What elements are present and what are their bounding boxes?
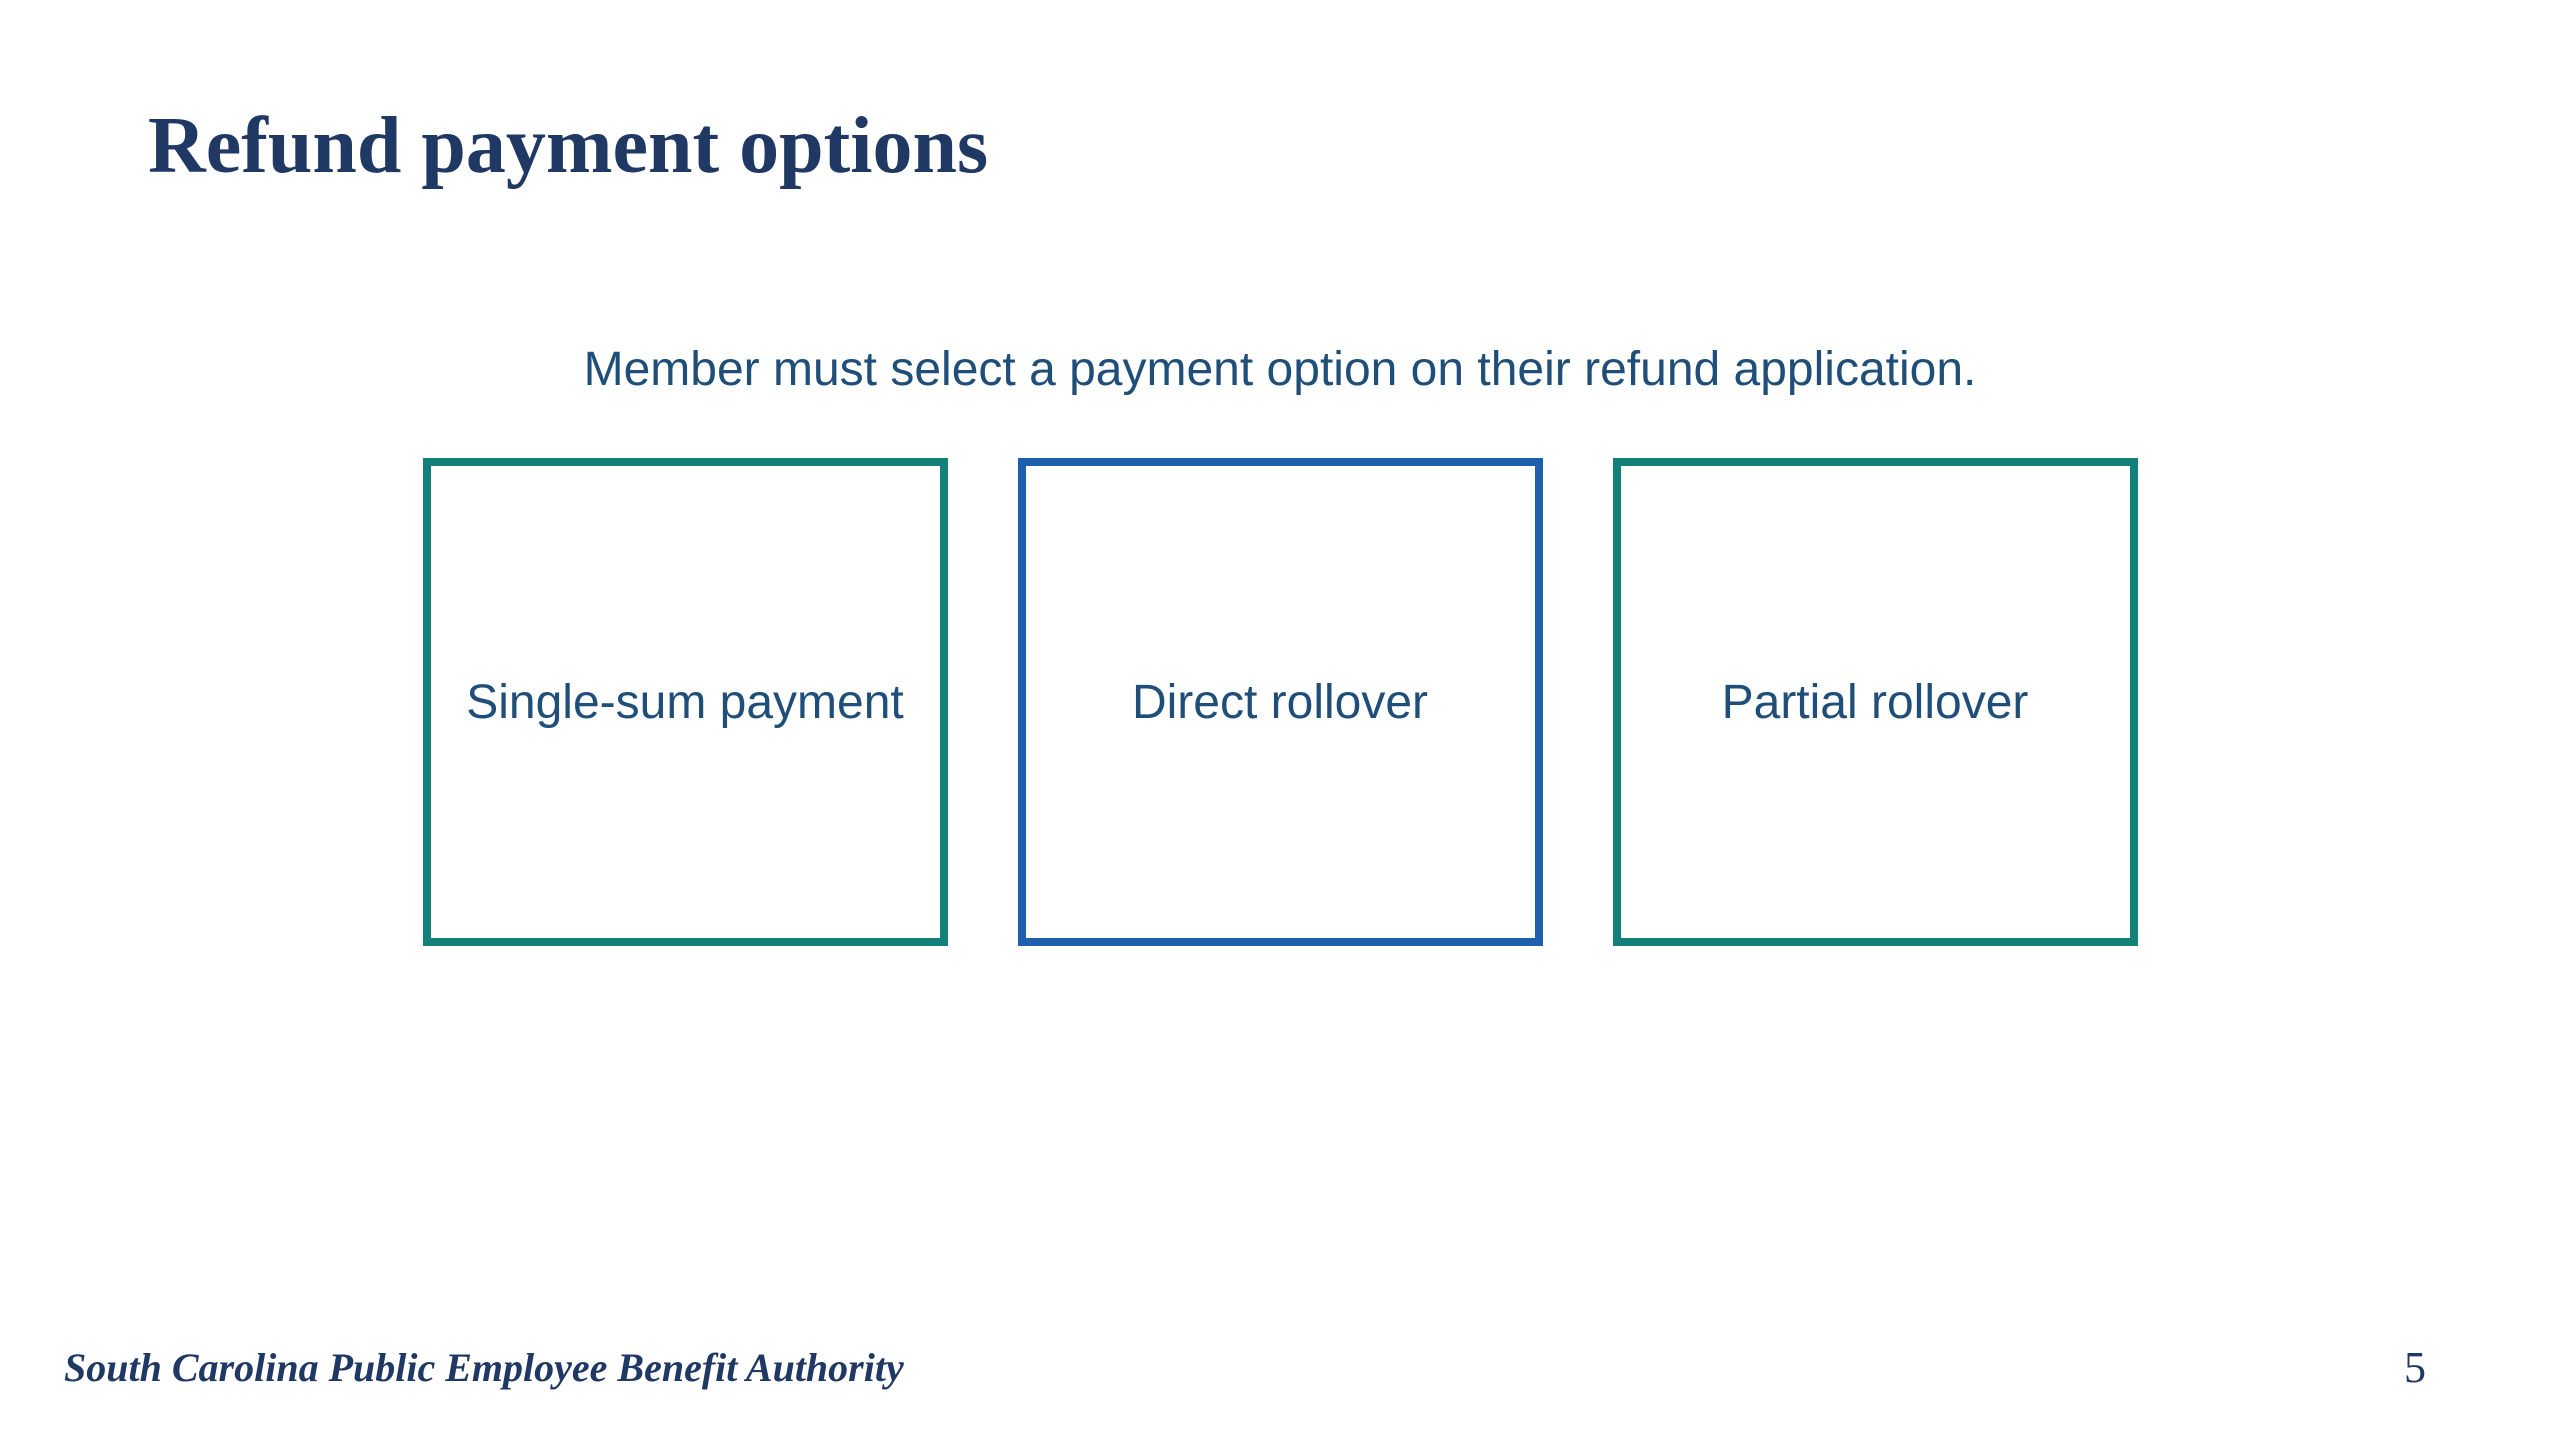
page-title: Refund payment options (148, 102, 989, 190)
option-label-direct-rollover: Direct rollover (1131, 675, 1429, 729)
option-box-single-sum-payment: Single-sum payment (422, 458, 948, 946)
option-box-direct-rollover: Direct rollover (1017, 458, 1543, 946)
option-box-partial-rollover: Partial rollover (1612, 458, 2138, 946)
option-label-partial-rollover: Partial rollover (1721, 675, 2029, 729)
payment-options-row: Single-sum payment Direct rollover Parti… (0, 458, 2560, 946)
footer-organization-name: South Carolina Public Employee Benefit A… (64, 1345, 904, 1390)
option-label-single-sum-payment: Single-sum payment (466, 675, 904, 729)
page-number: 5 (2404, 1343, 2426, 1392)
slide-subtitle: Member must select a payment option on t… (583, 343, 1977, 396)
